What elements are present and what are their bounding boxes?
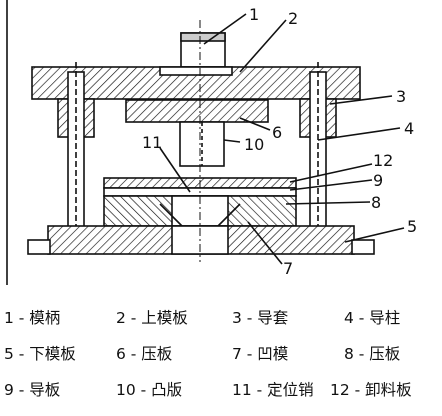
base-step-left [27,239,51,255]
legend-item-10: 10 - 凸版 [116,381,183,399]
callout-12: 12 [373,151,393,170]
legend-item-5: 5 - 下模板 [4,345,76,363]
callout-8: 8 [371,193,381,212]
callout-9: 9 [373,171,383,190]
legend-item-2: 2 - 上模板 [116,309,188,327]
callout-2: 2 [288,9,298,28]
base-step-right [351,239,375,255]
die-set-drawing: 1 2 3 4 5 6 7 8 9 10 11 12 [6,0,417,285]
shank-top-shading [180,32,226,42]
callout-4: 4 [404,119,414,138]
legend-item-1: 1 - 模柄 [4,309,61,327]
legend-item-11: 11 - 定位销 [232,381,314,399]
legend-item-6: 6 - 压板 [116,345,173,363]
legend-item-9: 9 - 导板 [4,381,61,399]
callout-10: 10 [244,135,264,154]
legend-item-12: 12 - 卸料板 [330,381,412,399]
legend-item-7: 7 - 凹模 [232,345,289,363]
callout-7: 7 [283,259,293,278]
callout-5: 5 [407,217,417,236]
legend-item-8: 8 - 压板 [344,345,401,363]
callout-3: 3 [396,87,406,106]
callout-1: 1 [249,5,259,24]
upper-pressure-plate [125,99,269,123]
callout-11: 11 [142,133,162,152]
legend-item-3: 3 - 导套 [232,309,289,327]
shank-slot [159,66,233,76]
legend-item-4: 4 - 导柱 [344,309,401,327]
callout-6: 6 [272,123,282,142]
